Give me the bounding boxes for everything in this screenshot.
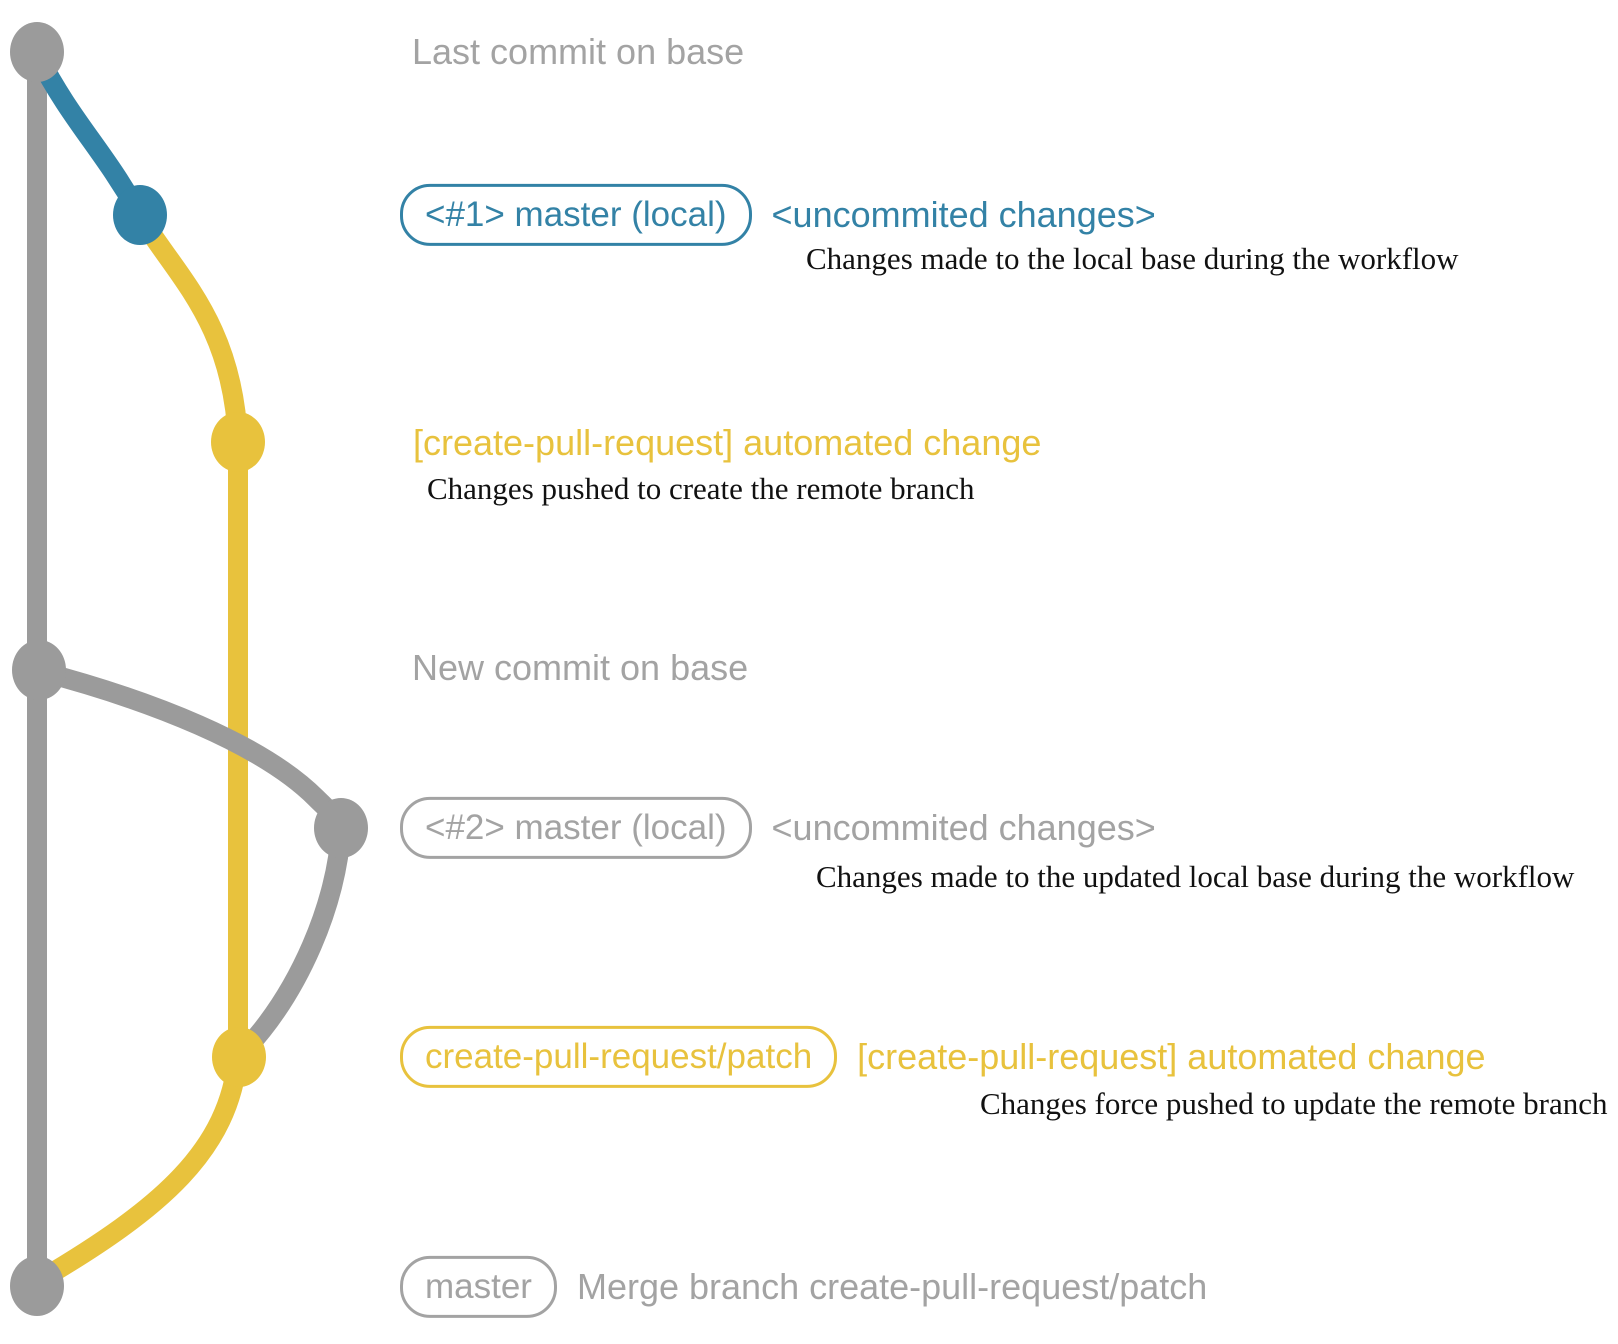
row-local-commit-1: <#1> master (local) <uncommited changes> — [400, 183, 1156, 247]
row-local-commit-2: <#2> master (local) <uncommited changes> — [400, 796, 1156, 860]
automated-change-caption-2: [create-pull-request] automated change — [857, 1036, 1486, 1077]
edge-rebase-to-new-base-curve — [29, 661, 351, 840]
row-merge-commit: master Merge branch create-pull-request/… — [400, 1255, 1208, 1319]
node-commit-last-on-base — [10, 22, 64, 82]
last-commit-label: Last commit on base — [412, 31, 745, 72]
node-commit-remote-2 — [212, 1027, 266, 1087]
branch-badge-create-pull-request-patch: create-pull-request/patch — [400, 1025, 838, 1089]
row-remote-commit-1: [create-pull-request] automated change — [413, 422, 1041, 464]
row-last-commit-on-base: Last commit on base — [412, 31, 744, 73]
branch-badge-master-local-1: <#1> master (local) — [400, 183, 752, 247]
node-commit-merge — [10, 1256, 64, 1316]
uncommited-changes-caption-1: <uncommited changes> — [771, 194, 1156, 235]
merge-commit-caption: Merge branch create-pull-request/patch — [576, 1266, 1208, 1307]
new-commit-label: New commit on base — [412, 647, 749, 688]
edge-force-push-curve — [233, 820, 351, 1062]
branch-badge-master-local-2: <#2> master (local) — [400, 796, 752, 860]
node-commit-local-1 — [113, 185, 167, 245]
node-commit-new-on-base — [12, 640, 66, 700]
row-new-commit-on-base: New commit on base — [412, 647, 748, 689]
branch-badge-master: master — [400, 1255, 557, 1319]
row-remote-commit-2: create-pull-request/patch [create-pull-r… — [400, 1025, 1486, 1089]
node-commit-remote-1 — [211, 412, 265, 472]
remote-commit-1-description: Changes pushed to create the remote bran… — [427, 471, 975, 506]
automated-change-caption-1: [create-pull-request] automated change — [413, 422, 1042, 463]
edge-local-change-1-curve — [28, 46, 148, 222]
node-commit-local-2 — [314, 798, 368, 858]
edge-create-pull-request-branch — [30, 206, 248, 1290]
local-commit-1-description: Changes made to the local base during th… — [806, 241, 1459, 276]
uncommited-changes-caption-2: <uncommited changes> — [771, 807, 1156, 848]
remote-commit-2-description: Changes force pushed to update the remot… — [980, 1086, 1608, 1121]
local-commit-2-description: Changes made to the updated local base d… — [816, 859, 1575, 894]
